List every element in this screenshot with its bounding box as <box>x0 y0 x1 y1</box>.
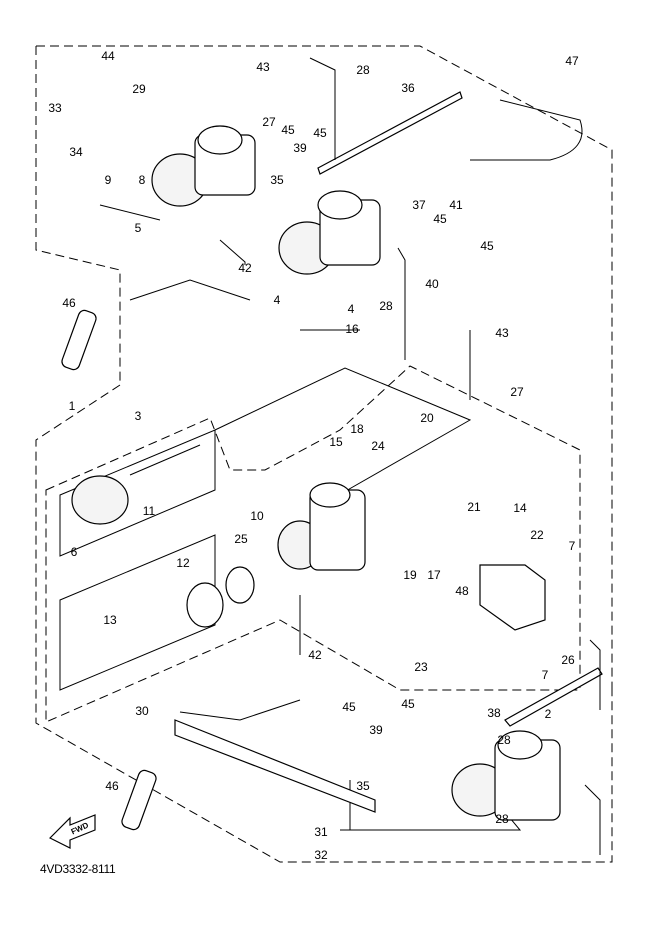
callout-28: 28 <box>495 812 509 826</box>
diagram-code: 4VD3332-8111 <box>40 862 116 876</box>
callout-2: 2 <box>544 707 552 721</box>
callout-25: 25 <box>234 532 248 546</box>
callout-38: 38 <box>487 706 501 720</box>
callout-36: 36 <box>401 81 415 95</box>
leader-lines <box>99 204 522 831</box>
callout-13: 13 <box>103 613 117 627</box>
callout-43: 43 <box>495 326 509 340</box>
callout-42: 42 <box>238 261 252 275</box>
hose-38 <box>504 667 603 727</box>
callout-37: 37 <box>412 198 426 212</box>
callout-17: 17 <box>427 568 441 582</box>
group-box-3 <box>59 429 216 557</box>
callout-45: 45 <box>401 697 415 711</box>
callout-4: 4 <box>347 302 355 316</box>
callout-39: 39 <box>293 141 307 155</box>
callout-45: 45 <box>313 126 327 140</box>
callout-30: 30 <box>135 704 149 718</box>
callout-7: 7 <box>568 539 576 553</box>
callout-46: 46 <box>62 296 76 310</box>
callout-35: 35 <box>356 779 370 793</box>
part-11-spring <box>129 444 201 476</box>
callout-31: 31 <box>314 825 328 839</box>
callout-16: 16 <box>345 322 359 336</box>
callout-48: 48 <box>455 584 469 598</box>
callout-43: 43 <box>256 60 270 74</box>
callout-45: 45 <box>480 239 494 253</box>
hose-28-lower <box>584 639 601 855</box>
callout-44: 44 <box>101 49 115 63</box>
callout-5: 5 <box>134 221 142 235</box>
cable-41 <box>470 99 583 161</box>
callout-34: 34 <box>69 145 83 159</box>
upper-left-boundary <box>35 46 121 385</box>
callout-24: 24 <box>371 439 385 453</box>
hose-28-top <box>309 57 336 160</box>
hose-28-mid <box>397 247 406 360</box>
callout-15: 15 <box>329 435 343 449</box>
callout-28: 28 <box>356 63 370 77</box>
callout-8: 8 <box>138 173 146 187</box>
group-box-upper <box>214 367 472 501</box>
callout-4: 4 <box>273 293 281 307</box>
callout-32: 32 <box>314 848 328 862</box>
part-3-cover <box>71 475 129 525</box>
fwd-arrow-icon <box>48 814 96 849</box>
callout-21: 21 <box>467 500 481 514</box>
callout-22: 22 <box>530 528 544 542</box>
callout-7: 7 <box>541 668 549 682</box>
callout-23: 23 <box>414 660 428 674</box>
callout-27: 27 <box>510 385 524 399</box>
outer-boundary <box>36 45 613 690</box>
callout-14: 14 <box>513 501 527 515</box>
detail-boundary <box>45 365 581 723</box>
callout-35: 35 <box>270 173 284 187</box>
carburetor-center <box>277 482 366 571</box>
callout-42: 42 <box>308 648 322 662</box>
callout-46: 46 <box>105 779 119 793</box>
callout-27: 27 <box>262 115 276 129</box>
callout-19: 19 <box>403 568 417 582</box>
callout-20: 20 <box>420 411 434 425</box>
callout-45: 45 <box>342 700 356 714</box>
callout-47: 47 <box>565 54 579 68</box>
callout-33: 33 <box>48 101 62 115</box>
callout-28: 28 <box>379 299 393 313</box>
callout-40: 40 <box>425 277 439 291</box>
callout-28: 28 <box>497 733 511 747</box>
part-48-cover <box>479 564 546 631</box>
callout-26: 26 <box>561 653 575 667</box>
callout-6: 6 <box>70 545 78 559</box>
callout-9: 9 <box>104 173 112 187</box>
part-46-lower <box>121 769 157 831</box>
carburetor-lower-right <box>451 730 561 821</box>
part-25 <box>225 566 255 604</box>
carburetor-upper-left <box>151 125 256 207</box>
callout-3: 3 <box>134 409 142 423</box>
lower-boundary <box>35 384 613 863</box>
callout-41: 41 <box>449 198 463 212</box>
callout-18: 18 <box>350 422 364 436</box>
carburetor-upper-right <box>278 190 381 275</box>
callout-45: 45 <box>433 212 447 226</box>
callout-39: 39 <box>369 723 383 737</box>
group-box-13 <box>59 534 216 691</box>
hose-36 <box>317 91 463 175</box>
callout-10: 10 <box>250 509 264 523</box>
callout-12: 12 <box>176 556 190 570</box>
callout-1: 1 <box>68 399 76 413</box>
callout-11: 11 <box>142 504 156 518</box>
link-bar <box>174 719 376 813</box>
callout-29: 29 <box>132 82 146 96</box>
part-46-upper <box>61 309 97 371</box>
part-12 <box>186 582 224 628</box>
callout-45: 45 <box>281 123 295 137</box>
